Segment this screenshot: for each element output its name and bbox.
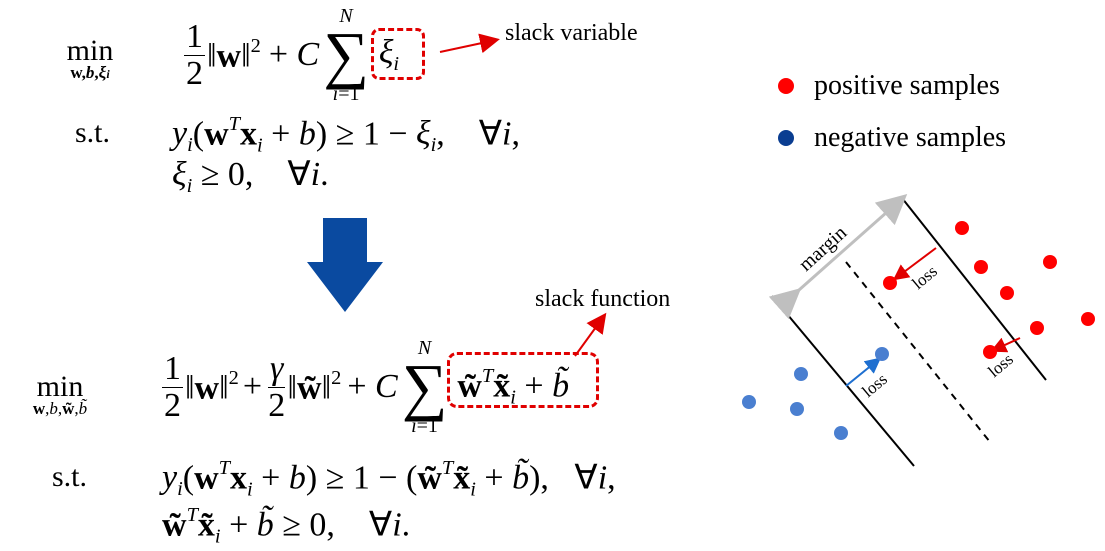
bottom-slack-function-term: w̃Tx̃i + b̃	[447, 352, 600, 409]
negative-sample-marker-icon	[778, 130, 794, 146]
slack-function-arrow	[574, 312, 607, 357]
positive-loss-arrow-2	[990, 337, 1021, 353]
negative-sample	[875, 347, 889, 361]
positive-sample	[883, 276, 897, 290]
positive-samples	[883, 221, 1095, 359]
loss-label-3: loss	[858, 369, 890, 401]
top-annotation-slack-variable: slack variable	[505, 20, 638, 46]
legend-positive: positive samples	[770, 66, 1006, 106]
bottom-dashed-box	[447, 352, 600, 409]
positive-sample	[974, 260, 988, 274]
positive-sample	[1000, 286, 1014, 300]
annotation-arrows	[439, 33, 607, 357]
positive-sample	[955, 221, 969, 235]
top-constraint-2: ξi ≥ 0, ∀i.	[172, 156, 329, 198]
positive-sample	[983, 345, 997, 359]
top-xi-term: ξi	[370, 27, 425, 80]
transform-arrow	[307, 218, 383, 312]
positive-sample	[1043, 255, 1057, 269]
left-margin-boundary	[771, 295, 915, 467]
right-margin-boundary	[901, 197, 1047, 381]
bottom-st-label: s.t.	[52, 460, 88, 493]
negative-samples	[742, 347, 889, 440]
positive-sample	[1081, 312, 1095, 326]
negative-sample	[790, 402, 804, 416]
slack-variable-arrow	[439, 33, 500, 54]
bottom-sum: N ∑ i=1	[401, 337, 448, 437]
top-constraint-1: yi(wTxi + b) ≥ 1 − ξi, ∀i,	[172, 113, 520, 157]
top-sum: N ∑ i=1	[323, 5, 369, 105]
legend: positive samples negative samples	[770, 66, 1006, 158]
bottom-min-operator: min w,b,w̃,b̃	[32, 370, 88, 418]
legend-negative: negative samples	[770, 118, 1006, 158]
positive-sample	[1030, 321, 1044, 335]
top-xi-dashed-box	[370, 27, 425, 80]
negative-sample	[794, 367, 808, 381]
margin-arrow	[768, 194, 908, 320]
negative-sample	[742, 395, 756, 409]
bottom-constraint-2: w̃Tx̃i + b̃ ≥ 0, ∀i.	[162, 504, 411, 548]
negative-sample	[834, 426, 848, 440]
top-st-label: s.t.	[75, 116, 111, 149]
bottom-constraint-1: yi(wTxi + b) ≥ 1 − (w̃Tx̃i + b̃), ∀i,	[162, 457, 616, 501]
bottom-annotation-slack-function: slack function	[535, 286, 671, 312]
positive-sample-marker-icon	[778, 78, 794, 94]
svm-diagram: margin loss loss loss	[742, 194, 1095, 467]
top-min-operator: min w,b,ξi	[66, 34, 114, 82]
negative-loss-arrow	[845, 357, 882, 387]
positive-loss-arrow-1	[892, 247, 937, 281]
